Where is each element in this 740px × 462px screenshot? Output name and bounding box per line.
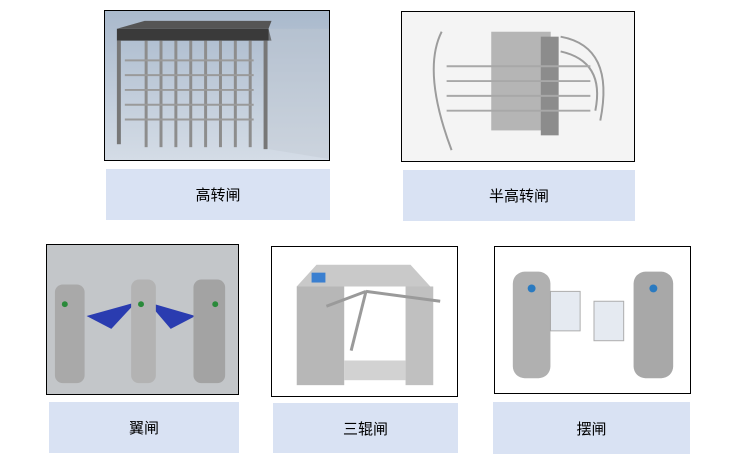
product-label-tripod: 三辊闸 (273, 403, 458, 453)
flap-barrier-image (46, 244, 239, 395)
product-label-half-height: 半高转闸 (403, 170, 635, 221)
full-height-turnstile-image (104, 10, 330, 161)
swing-gate-image (494, 246, 691, 394)
tripod-turnstile-image (271, 246, 458, 397)
product-label-flap-barrier: 翼闸 (49, 402, 239, 453)
product-label-swing-gate: 摆闸 (493, 402, 690, 454)
product-label-full-height: 高转闸 (106, 169, 330, 220)
half-height-turnstile-image (401, 11, 635, 162)
